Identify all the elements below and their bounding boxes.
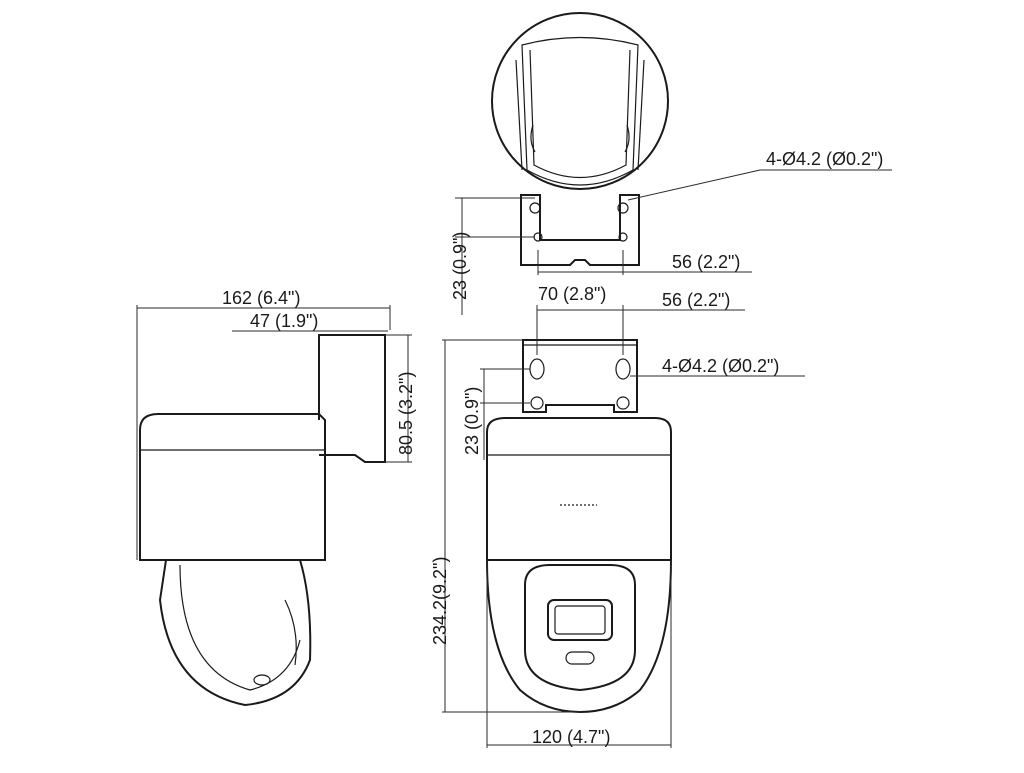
front-view: 70 (2.8") 56 (2.2") 4-Ø4.2 (Ø0.2") 23 (0… bbox=[430, 284, 805, 748]
top-view: 4-Ø4.2 (Ø0.2") 23 (0.9") 56 (2.2") bbox=[450, 12, 892, 315]
top-view-bracket bbox=[520, 194, 640, 266]
side-view-head bbox=[139, 413, 326, 561]
front-hole-spacing-label: 56 (2.2") bbox=[662, 290, 730, 310]
front-bracket-width-label: 70 (2.8") bbox=[538, 284, 606, 304]
top-view-keyhole-left bbox=[529, 202, 541, 214]
front-hole-label: 4-Ø4.2 (Ø0.2") bbox=[662, 356, 779, 376]
top-view-body-inner bbox=[529, 49, 631, 178]
side-bracket-height-label: 80.5 (3.2") bbox=[396, 372, 416, 455]
side-view-bracket bbox=[318, 334, 386, 463]
front-view-lens-housing bbox=[524, 564, 636, 692]
front-vertical-label: 23 (0.9") bbox=[462, 387, 482, 455]
side-view-lens-inner bbox=[179, 564, 301, 691]
top-hole-label: 4-Ø4.2 (Ø0.2") bbox=[766, 149, 883, 169]
base-width-label: 120 (4.7") bbox=[532, 727, 610, 747]
front-view-keyhole-left bbox=[529, 358, 545, 380]
top-hole-leader bbox=[627, 169, 761, 201]
side-view-curve bbox=[284, 599, 297, 666]
front-view-lens-glass bbox=[554, 605, 606, 635]
top-view-slot-left bbox=[530, 124, 536, 153]
top-view-hole-right bbox=[618, 232, 628, 242]
front-view-led bbox=[565, 651, 595, 665]
overall-height-label: 234.2(9.2") bbox=[430, 557, 450, 645]
top-view-keyhole-right bbox=[617, 202, 629, 214]
front-view-head bbox=[486, 417, 672, 561]
top-view-body bbox=[521, 36, 639, 186]
front-view-lens bbox=[547, 599, 613, 641]
top-view-edge-right bbox=[637, 59, 645, 171]
top-view-slot-right bbox=[624, 124, 630, 153]
top-vertical-label: 23 (0.9") bbox=[450, 232, 470, 300]
front-view-bracket bbox=[522, 339, 638, 413]
top-view-edge-left bbox=[515, 59, 523, 171]
front-view-hole-left bbox=[530, 396, 544, 410]
front-view-keyhole-right bbox=[615, 358, 631, 380]
side-view-lens-body bbox=[158, 559, 312, 707]
side-view: 162 (6.4") 47 (1.9") 80.5 (3.2") bbox=[136, 288, 416, 707]
top-width-label: 56 (2.2") bbox=[672, 252, 740, 272]
side-total-width-label: 162 (6.4") bbox=[222, 288, 300, 308]
side-bracket-width-label: 47 (1.9") bbox=[250, 311, 318, 331]
side-view-led bbox=[253, 674, 271, 686]
top-view-dome bbox=[491, 12, 669, 190]
front-view-hole-right bbox=[616, 396, 630, 410]
